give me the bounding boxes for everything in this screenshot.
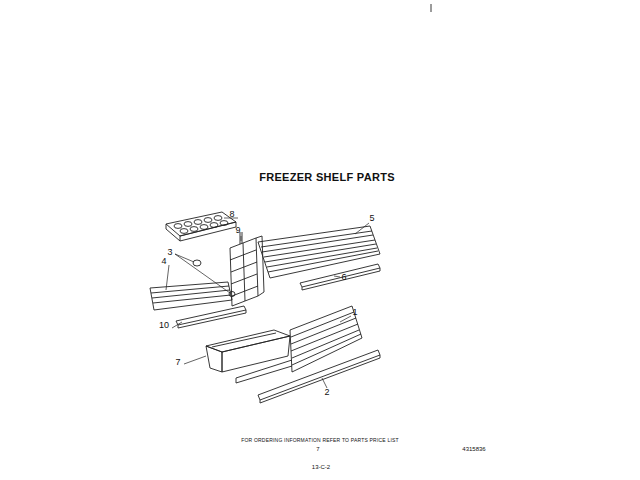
shelf-rail [176,306,246,328]
section-code: 13-C-2 [312,464,330,470]
callout-number: 4 [161,257,166,266]
scan-mark [431,4,432,12]
part-list-number: 4315836 [462,446,485,452]
callout-number: 8 [229,210,234,219]
callout-number: 6 [341,273,346,282]
shelf-divider [230,232,264,306]
callout-number: 2 [324,388,329,397]
callout-number: 3 [167,248,172,257]
ordering-note: FOR ORDERING INFORMATION REFER TO PARTS … [241,438,399,443]
ice-tray [166,212,236,241]
callout-number: 5 [369,214,374,223]
leader-lines [166,218,369,388]
callout-number: 10 [159,321,169,330]
wire-shelf [258,226,380,278]
callout-number: 7 [175,358,180,367]
callout-number: 9 [235,226,240,235]
wire-shelf [150,282,232,310]
page-number: 7 [316,446,319,452]
freezer-bin [206,330,290,372]
diagram-title: FREEZER SHELF PARTS [259,172,395,183]
shelf-clip [193,260,201,266]
callout-number: 1 [352,308,357,317]
shelf-rail [258,350,380,403]
shelf-rail [300,264,380,290]
